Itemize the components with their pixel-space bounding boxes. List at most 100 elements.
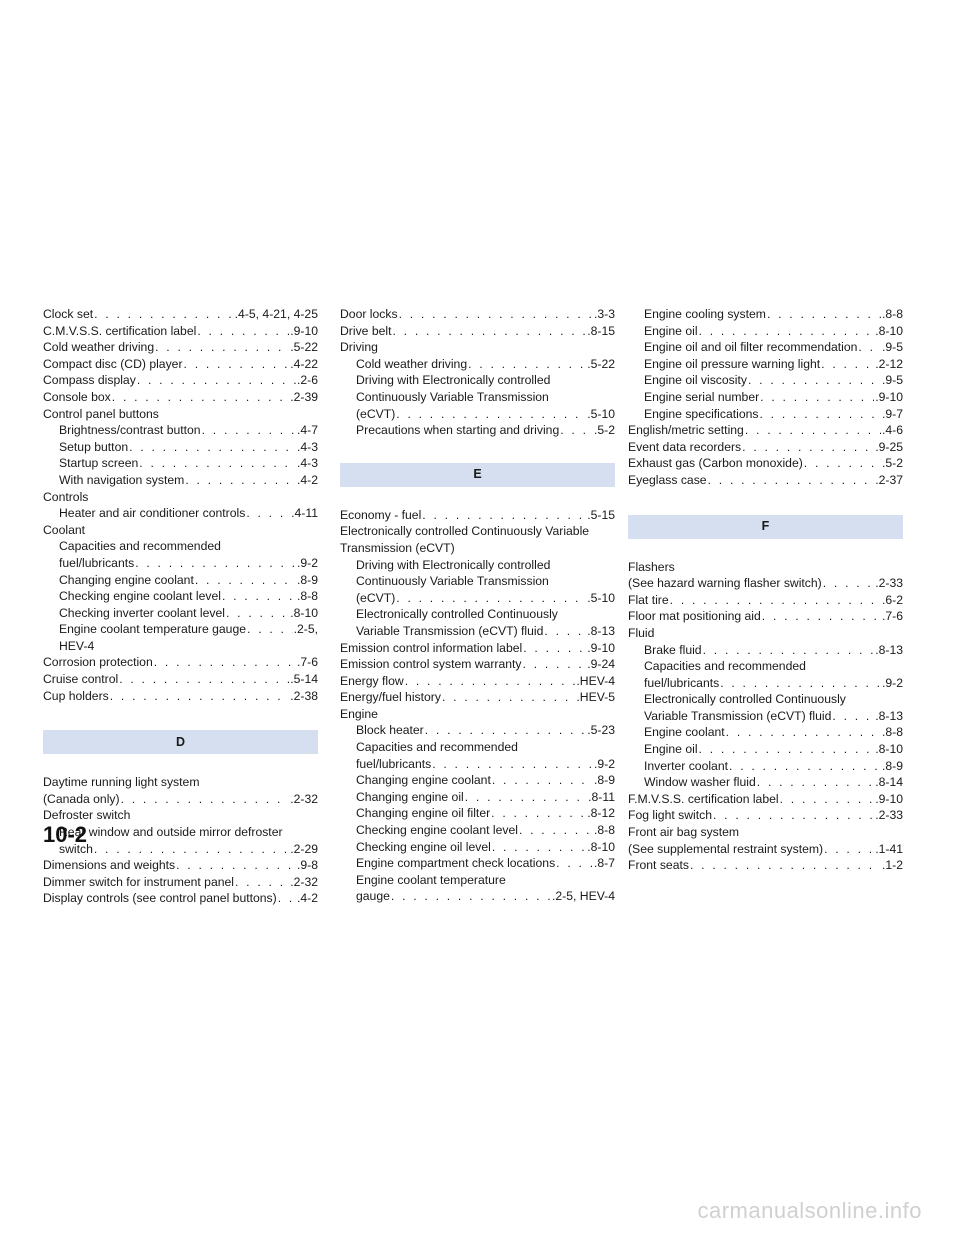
index-subentry: Checking engine coolant level.8-8: [43, 588, 318, 605]
index-subentry: Engine specifications.9-7: [628, 406, 903, 423]
index-entry: Flat tire.6-2: [628, 592, 903, 609]
index-column-2: Door locks.3-3 Drive belt.8-15 Driving C…: [340, 306, 615, 905]
index-subentry: Setup button.4-3: [43, 439, 318, 456]
index-subentry: Engine coolant temperature gauge.2-5,: [43, 621, 318, 638]
index-subentry: Engine oil and oil filter recommendation…: [628, 339, 903, 356]
index-entry: English/metric setting.4-6: [628, 422, 903, 439]
index-entry: Display controls (see control panel butt…: [43, 890, 318, 907]
index-entry: Compact disc (CD) player.4-22: [43, 356, 318, 373]
index-subentry-line: Driving with Electronically controlled: [356, 557, 551, 572]
index-group-title: Driving: [340, 340, 378, 355]
index-column-3: Engine cooling system.8-8 Engine oil.8-1…: [628, 306, 903, 874]
index-entry-line: Front air bag system: [628, 825, 740, 840]
index-subentry: Checking engine coolant level.8-8: [340, 822, 615, 839]
index-entry-line: Flashers: [628, 559, 675, 574]
index-subentry: switch.2-29: [43, 841, 318, 858]
index-subentry-line: Rear window and outside mirror defroster: [59, 825, 283, 840]
index-group-title: Controls: [43, 489, 89, 504]
index-group-title: Coolant: [43, 522, 86, 537]
index-subentry: Heater and air conditioner controls.4-11: [43, 505, 318, 522]
index-subentry-line: Continuously Variable Transmission: [356, 574, 549, 589]
index-entry: Dimensions and weights.9-8: [43, 857, 318, 874]
page-number: 10-2: [43, 822, 88, 847]
index-subentry-line: Driving with Electronically controlled: [356, 373, 551, 388]
index-subentry: With navigation system.4-2: [43, 472, 318, 489]
index-entry: Drive belt.8-15: [340, 323, 615, 340]
index-subentry: Engine oil.8-10: [628, 323, 903, 340]
index-subentry-line: Electronically controlled Continuously: [356, 607, 558, 622]
index-subentry-line: Engine coolant temperature: [356, 872, 506, 887]
index-subentry-line: Electronically controlled Continuously: [644, 692, 846, 707]
index-entry: Energy flow.HEV-4: [340, 673, 615, 690]
index-entry: Energy/fuel history.HEV-5: [340, 689, 615, 706]
index-entry: Cold weather driving.5-22: [43, 339, 318, 356]
index-subentry: Changing engine oil.8-11: [340, 789, 615, 806]
index-subentry: Precautions when starting and driving.5-…: [340, 422, 615, 439]
section-heading-f: F: [628, 514, 903, 539]
index-entry: Emission control system warranty.9-24: [340, 656, 615, 673]
index-subentry: fuel/lubricants.9-2: [340, 756, 615, 773]
section-heading-e: E: [340, 462, 615, 487]
index-subentry: Engine oil viscosity.9-5: [628, 372, 903, 389]
index-subentry: Window washer fluid.8-14: [628, 774, 903, 791]
index-subentry: gauge.2-5, HEV-4: [340, 888, 615, 905]
index-subentry-line: Capacities and recommended: [59, 539, 221, 554]
index-group-title: Transmission (eCVT): [340, 540, 455, 555]
watermark: carmanualsonline.info: [697, 1198, 922, 1223]
index-subentry: fuel/lubricants.9-2: [628, 675, 903, 692]
index-subentry: Engine coolant.8-8: [628, 724, 903, 741]
index-subentry: Engine oil.8-10: [628, 741, 903, 758]
index-entry: Compass display.2-6: [43, 372, 318, 389]
index-entry: Economy - fuel.5-15: [340, 507, 615, 524]
index-group-title: Control panel buttons: [43, 406, 159, 421]
index-group-title: Defroster switch: [43, 808, 131, 823]
index-entry: Cruise control.5-14: [43, 671, 318, 688]
index-entry: Cup holders.2-38: [43, 688, 318, 705]
index-entry: Console box.2-39: [43, 389, 318, 406]
index-subentry: Variable Transmission (eCVT) fluid.8-13: [340, 623, 615, 640]
index-subentry: Changing engine coolant.8-9: [340, 772, 615, 789]
index-subentry: Engine serial number.9-10: [628, 389, 903, 406]
index-subentry: Startup screen.4-3: [43, 455, 318, 472]
index-subentry: Engine compartment check locations.8-7: [340, 855, 615, 872]
index-entry: Eyeglass case.2-37: [628, 472, 903, 489]
index-subentry-line: HEV-4: [59, 638, 95, 653]
index-entry: (See supplemental restraint system).1-41: [628, 841, 903, 858]
index-entry: Event data recorders.9-25: [628, 439, 903, 456]
index-entry: Fog light switch.2-33: [628, 807, 903, 824]
index-entry-line: Daytime running light system: [43, 775, 200, 790]
index-subentry: Block heater.5-23: [340, 722, 615, 739]
index-column-1: Clock set.4-5, 4-21, 4-25 C.M.V.S.S. cer…: [43, 306, 318, 907]
index-subentry: Changing engine oil filter.8-12: [340, 805, 615, 822]
index-entry: Clock set.4-5, 4-21, 4-25: [43, 306, 318, 323]
index-group-title: Engine: [340, 706, 378, 721]
index-entry: Floor mat positioning aid.7-6: [628, 608, 903, 625]
index-group-title: Electronically controlled Continuously V…: [340, 524, 590, 539]
index-subentry: Cold weather driving.5-22: [340, 356, 615, 373]
index-entry: F.M.V.S.S. certification label.9-10: [628, 791, 903, 808]
index-subentry: Engine cooling system.8-8: [628, 306, 903, 323]
index-entry: Dimmer switch for instrument panel.2-32: [43, 874, 318, 891]
index-entry: C.M.V.S.S. certification label.9-10: [43, 323, 318, 340]
index-subentry: (eCVT).5-10: [340, 590, 615, 607]
index-subentry: Brightness/contrast button.4-7: [43, 422, 318, 439]
index-subentry: (eCVT).5-10: [340, 406, 615, 423]
index-group-title: Fluid: [628, 625, 655, 640]
index-subentry-line: Capacities and recommended: [356, 740, 518, 755]
index-entry: Exhaust gas (Carbon monoxide).5-2: [628, 455, 903, 472]
index-subentry: Changing engine coolant.8-9: [43, 572, 318, 589]
section-heading-d: D: [43, 730, 318, 755]
index-subentry: Checking engine oil level.8-10: [340, 839, 615, 856]
index-entry: (See hazard warning flasher switch).2-33: [628, 575, 903, 592]
index-subentry: Engine oil pressure warning light.2-12: [628, 356, 903, 373]
index-subentry-line: Capacities and recommended: [644, 659, 806, 674]
index-entry: Door locks.3-3: [340, 306, 615, 323]
index-subentry-line: Continuously Variable Transmission: [356, 389, 549, 404]
index-entry: Corrosion protection.7-6: [43, 654, 318, 671]
index-subentry: Brake fluid.8-13: [628, 642, 903, 659]
index-entry: Emission control information label.9-10: [340, 640, 615, 657]
index-entry: Front seats.1-2: [628, 857, 903, 874]
index-subentry: Variable Transmission (eCVT) fluid.8-13: [628, 708, 903, 725]
index-subentry: Checking inverter coolant level.8-10: [43, 605, 318, 622]
index-subentry: fuel/lubricants.9-2: [43, 555, 318, 572]
